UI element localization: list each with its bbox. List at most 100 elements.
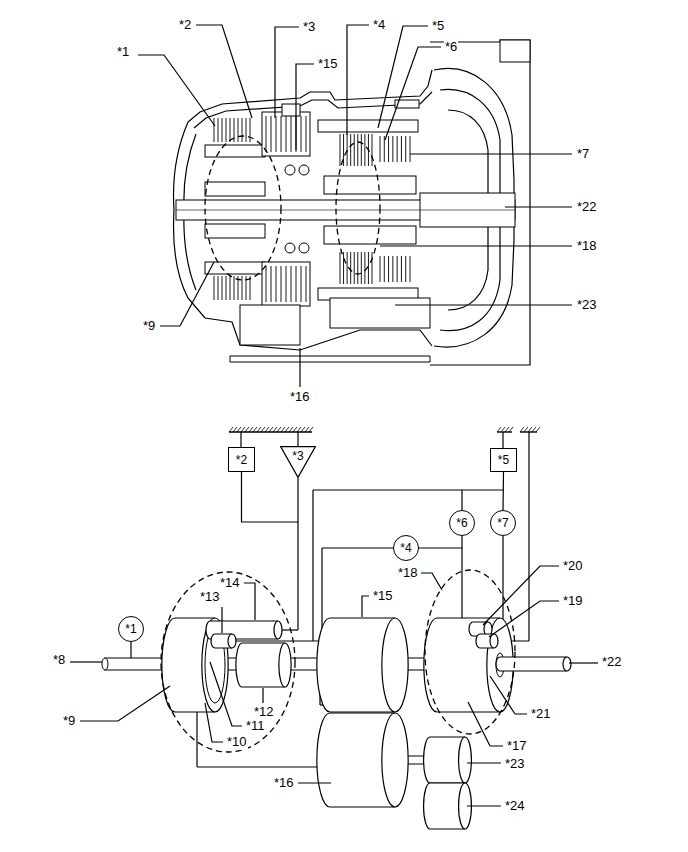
clutch-plates	[238, 118, 239, 142]
rotor-laminations	[296, 266, 297, 302]
leader-line	[489, 601, 559, 637]
clutch-plates	[214, 276, 215, 300]
ground-hatch	[532, 427, 536, 432]
clutch-plates	[384, 136, 385, 162]
rotor-laminations	[286, 266, 287, 302]
wire-line	[240, 432, 241, 447]
clutch-plates	[388, 136, 389, 162]
clutch-plates	[222, 276, 223, 300]
clutch-plates	[350, 252, 351, 284]
clutch-plates	[361, 252, 362, 284]
clutch-plates	[242, 118, 243, 142]
clutch-plates	[401, 256, 402, 282]
ground-hatch	[497, 427, 501, 432]
oil-pan	[230, 356, 430, 357]
output-shaft-face	[563, 657, 571, 671]
gear-ring	[205, 262, 265, 274]
rotor-laminations	[306, 266, 307, 302]
counter-drive-gear-face	[382, 618, 408, 712]
clutch-circle: *1	[118, 616, 144, 642]
callout-number: *22	[601, 654, 623, 670]
ground-hatch	[233, 427, 237, 432]
ground-hatch	[536, 427, 540, 432]
oil-pan	[230, 362, 430, 363]
clutch-plates	[397, 136, 398, 162]
clutch-plates	[347, 252, 348, 284]
pinion-gear-face	[228, 634, 236, 648]
clutch-plates	[357, 252, 358, 284]
clutch-plates	[226, 276, 227, 300]
leader-line	[378, 26, 428, 128]
leader-line	[380, 245, 572, 246]
rotor-laminations	[291, 116, 292, 152]
callout-number: *15	[372, 588, 394, 604]
callout-number: *10	[226, 734, 248, 750]
callout-number: *24	[504, 798, 526, 814]
leader-line	[395, 304, 572, 305]
housing-boss	[500, 40, 530, 62]
wire-line	[313, 489, 503, 490]
leader-line	[467, 805, 501, 806]
dashed-group	[336, 142, 380, 274]
leader-line	[160, 262, 214, 326]
clutch-plates	[230, 118, 231, 142]
clutch-plates	[357, 134, 358, 166]
ground-hatch	[281, 427, 285, 432]
leader-line	[299, 348, 300, 387]
ground-hatch	[229, 427, 233, 432]
connector-line	[242, 472, 299, 522]
wire-line	[197, 766, 331, 767]
rotor-laminations	[271, 116, 272, 152]
bearing-ball	[299, 243, 309, 253]
sun-gear-face	[279, 643, 291, 687]
clutch-plates	[350, 134, 351, 166]
ground-hatch	[509, 427, 513, 432]
node-label: *1	[125, 623, 136, 635]
clutch-plates	[218, 118, 219, 142]
planet-gear	[324, 176, 416, 194]
motor-rotor	[262, 112, 310, 156]
rotor-laminations	[291, 266, 292, 302]
ground-hatch	[245, 427, 249, 432]
clutch-plates	[384, 256, 385, 282]
one-way-clutch-triangle: *3	[280, 446, 316, 478]
bolt	[282, 104, 300, 116]
ground-hatch	[528, 427, 532, 432]
clutch-plates	[401, 136, 402, 162]
leader-line	[262, 688, 263, 703]
ground-hatch	[237, 427, 241, 432]
clutch-plates	[364, 252, 365, 284]
rotor-laminations	[306, 116, 307, 152]
bearing-ball	[285, 243, 295, 253]
ground-hatch	[253, 427, 257, 432]
callout-number: *6	[444, 39, 458, 55]
leader-line	[296, 64, 314, 150]
callout-number: *9	[142, 318, 156, 334]
clutch-plates	[368, 252, 369, 284]
leader-line	[80, 686, 170, 721]
leader-line	[221, 607, 222, 633]
leader-line	[205, 703, 223, 742]
node-label: *5	[498, 454, 509, 466]
clutch-plates	[405, 256, 406, 282]
wire-line	[297, 432, 298, 446]
clutch-plates	[388, 256, 389, 282]
ground-hatch	[305, 427, 309, 432]
rotor-laminations	[286, 116, 287, 152]
rotor-laminations	[281, 116, 282, 152]
clutch-plates	[364, 134, 365, 166]
leader-line	[347, 25, 369, 135]
dashed-group	[425, 570, 515, 734]
callout-number: *23	[576, 297, 598, 313]
callout-number: *17	[506, 738, 528, 754]
ground-hatch	[261, 427, 265, 432]
clutch-plates	[340, 252, 341, 284]
dashed-group	[161, 572, 295, 752]
dashed-group	[205, 136, 281, 280]
planet-carrier	[205, 224, 265, 238]
callout-number: *8	[52, 652, 66, 668]
leader-line	[298, 782, 331, 783]
ground-hatch	[241, 427, 245, 432]
leader-line	[483, 566, 559, 625]
oil-pan	[230, 356, 231, 362]
